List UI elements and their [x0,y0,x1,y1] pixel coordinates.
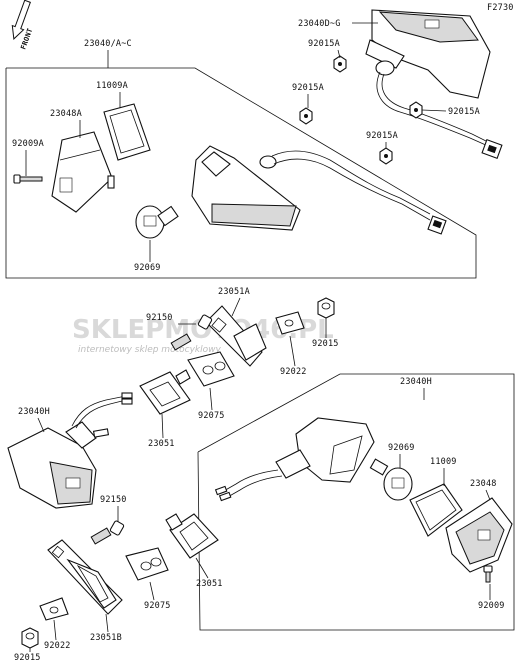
label-92015: 92015 [312,339,339,349]
bulb-92069-top [135,205,179,239]
washer-92022-bottom [39,597,69,621]
turn-signal-left [7,392,133,509]
label-92015a-frame-upper: 92015A [292,83,324,93]
bolt-92150-top [170,314,213,351]
holder-23051-top [139,369,191,415]
grommet-92075-bottom [125,547,169,581]
label-23048a: 23048A [50,109,82,119]
nut-92015a-upper [333,55,347,73]
gasket-11009a [103,103,151,161]
bulb-92069-right [369,458,413,501]
nut-92015 [317,297,335,319]
lens-23048 [445,497,513,573]
screw-92009 [483,565,493,583]
assembly-frame-bottom [197,373,515,631]
gasket-11009 [409,483,463,537]
label-23051b: 23051B [90,633,122,643]
bracket-23051b [47,539,123,615]
watermark-sub: internetowy sklep motocyklowy [78,345,221,355]
label-23051a: 23051A [218,287,250,297]
label-23040d-g: 23040D~G [298,19,341,29]
label-11009a: 11009A [96,81,128,91]
washer-92022-top [275,311,305,335]
bolt-92150-bottom [90,520,125,545]
label-92069-right: 92069 [388,443,415,453]
label-92075-bottom: 92075 [144,601,171,611]
label-92015a-frame-lower: 92015A [366,131,398,141]
label-92015a-upper: 92015A [308,39,340,49]
nut-92015a-right [409,101,423,119]
front-arrow [11,0,31,40]
label-92075-top: 92075 [198,411,225,421]
label-92069-top: 92069 [134,263,161,273]
label-23040h-left: 23040H [18,407,50,417]
holder-23051-bottom [165,513,219,559]
label-92015-bottom: 92015 [14,653,41,663]
label-11009: 11009 [430,457,457,467]
label-23048: 23048 [470,479,497,489]
nut-92015a-frame-lower [379,147,393,165]
grommet-92075-top [187,351,235,387]
page-code: F2730 [487,3,514,13]
label-92022-top: 92022 [280,367,307,377]
label-92022-bottom: 92022 [44,641,71,651]
turn-signal-housing-right [214,417,375,502]
lens-23048a [51,131,115,213]
turn-signal-rear-right [365,9,503,160]
label-92009a: 92009A [12,139,44,149]
label-92150-bottom: 92150 [100,495,127,505]
label-92150-top: 92150 [146,313,173,323]
nut-92015-bottom [21,627,39,649]
label-23051-top: 23051 [148,439,175,449]
nut-92015a-frame-upper [299,107,313,125]
turn-signal-housing-front [191,145,447,235]
screw-92009a [13,174,43,184]
label-92009: 92009 [478,601,505,611]
label-23051-bottom: 23051 [196,579,223,589]
label-92015a-right: 92015A [448,107,480,117]
spacer-23051a [233,323,267,361]
label-23040h-right: 23040H [400,377,432,387]
label-23040-a-c: 23040/A~C [84,39,132,49]
assembly-frame-top [5,67,477,279]
